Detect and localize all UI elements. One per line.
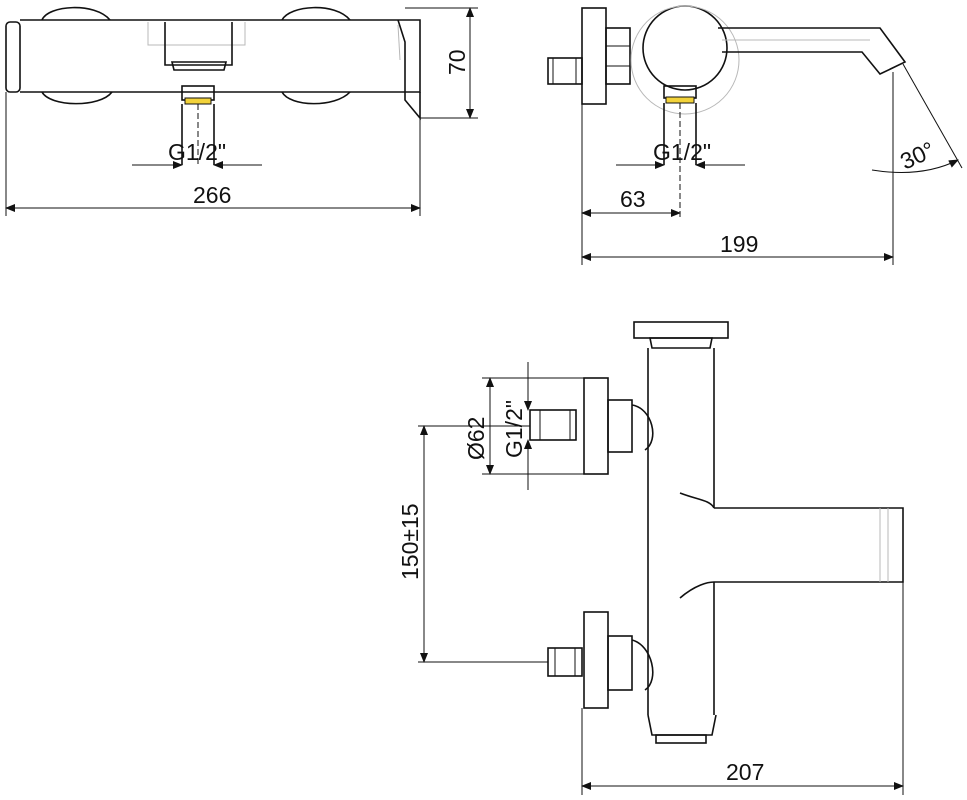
front-height-label: 70 bbox=[444, 49, 470, 75]
angle-arc bbox=[871, 159, 959, 173]
front-thread-label: G1/2" bbox=[168, 139, 226, 165]
side-view: G1/2" 63 199 30° bbox=[547, 5, 963, 265]
side-thread-label: G1/2" bbox=[653, 139, 711, 165]
spout bbox=[718, 27, 907, 75]
lower-nut bbox=[607, 635, 633, 691]
top-cap bbox=[633, 321, 729, 339]
body-circle bbox=[642, 5, 728, 91]
side-offset-label: 63 bbox=[620, 186, 646, 212]
flange-top-left bbox=[41, 6, 111, 21]
horizontal-spout bbox=[714, 507, 904, 583]
spout-block bbox=[164, 22, 233, 66]
right-handle bbox=[397, 19, 421, 121]
inlet-pipe bbox=[181, 104, 215, 165]
lower-flange bbox=[583, 611, 609, 709]
upper-nut bbox=[607, 399, 633, 453]
top-depth-label: 207 bbox=[726, 759, 764, 785]
flange-top-right bbox=[281, 6, 351, 21]
spout-slot bbox=[170, 61, 228, 71]
flange-bottom-right bbox=[281, 91, 351, 105]
spout-ghost bbox=[147, 22, 246, 46]
vertical-body bbox=[647, 348, 715, 715]
eccentric-stub bbox=[547, 57, 583, 85]
end-cap-left bbox=[5, 21, 21, 93]
inlet-seal bbox=[184, 97, 212, 105]
top-view: Ø62 G1/2" 150±15 207 bbox=[397, 321, 904, 795]
bottom-cap bbox=[647, 714, 717, 736]
centers-label: 150±15 bbox=[397, 503, 423, 580]
top-thread-label: G1/2" bbox=[501, 400, 527, 458]
mixer-body bbox=[20, 19, 421, 93]
wall-plate bbox=[581, 7, 607, 105]
hex-nut bbox=[605, 27, 631, 85]
side-depth-label: 199 bbox=[720, 231, 758, 257]
front-view: G1/2" 266 70 bbox=[5, 6, 478, 216]
flange-diameter-label: Ø62 bbox=[463, 417, 489, 460]
lower-stub bbox=[547, 647, 583, 677]
upper-flange bbox=[583, 377, 609, 475]
flange-bottom-left bbox=[41, 91, 113, 105]
front-width-label: 266 bbox=[193, 182, 231, 208]
upper-stub bbox=[529, 409, 577, 441]
side-inlet-stub bbox=[663, 85, 697, 99]
